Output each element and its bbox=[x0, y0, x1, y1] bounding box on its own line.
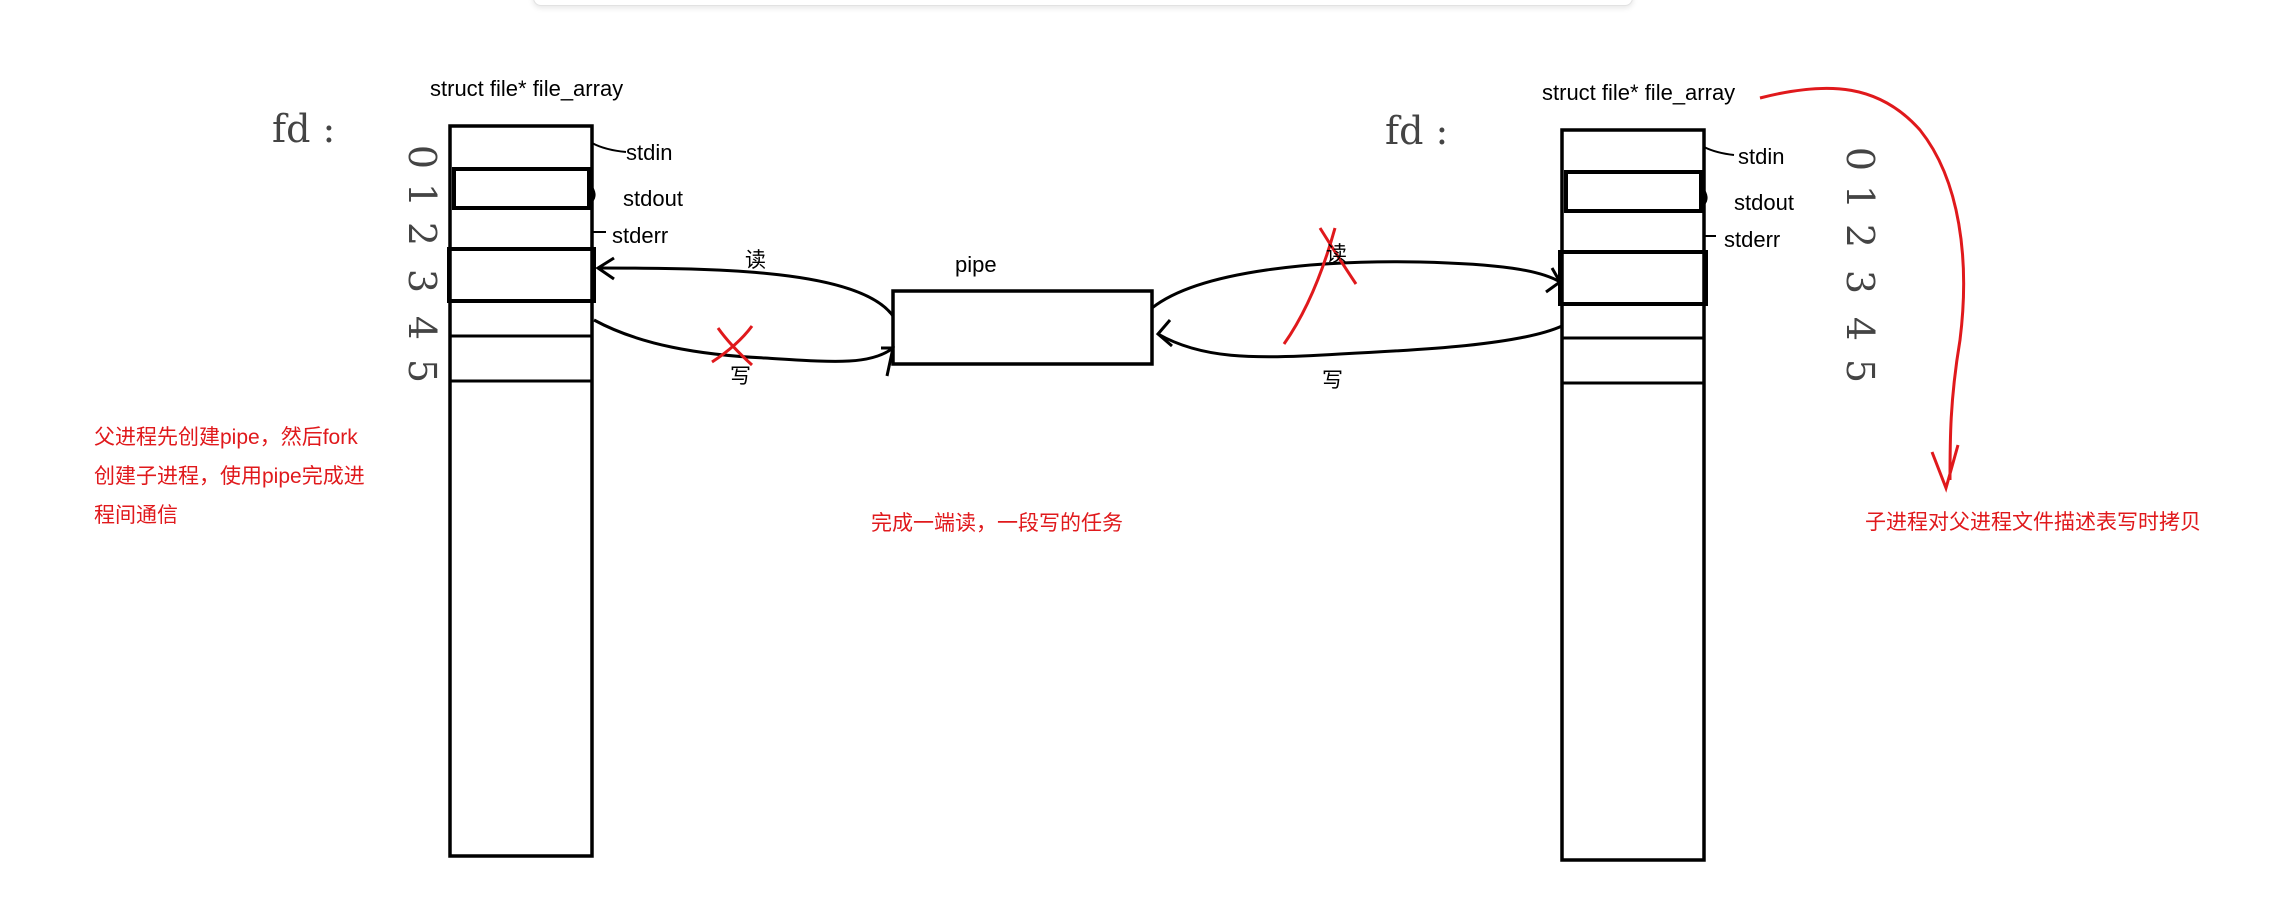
left-file-array bbox=[447, 124, 596, 858]
parent-note-line-1: 父进程先创建pipe，然后fork bbox=[94, 426, 358, 449]
right-stdout-label: stdout bbox=[1734, 190, 1794, 215]
left-write-label: 写 bbox=[730, 365, 751, 388]
left-fd-digit-4: 4 bbox=[400, 315, 445, 341]
right-write-arrow bbox=[1157, 324, 1563, 359]
left-read-label: 读 bbox=[745, 249, 766, 272]
left-write-arrow bbox=[593, 318, 894, 363]
right-array-title: struct file* file_array bbox=[1542, 80, 1736, 105]
left-fd-digit-1: 1 bbox=[400, 182, 445, 208]
copy-on-write-arrowhead bbox=[1930, 444, 1960, 493]
parent-note: 父进程先创建pipe，然后fork 创建子进程，使用pipe完成进 程间通信 bbox=[94, 418, 365, 535]
copy-on-write-arrow bbox=[1759, 86, 1966, 481]
right-read-label: 读 bbox=[1326, 243, 1347, 266]
right-fd-digit-2: 2 bbox=[1838, 223, 1883, 249]
left-read-arrowhead bbox=[595, 256, 615, 281]
left-stdin-label: stdin bbox=[626, 140, 673, 165]
right-read-arrow bbox=[1151, 260, 1561, 310]
right-write-arrowhead bbox=[1155, 319, 1173, 348]
right-fd-digit-3: 3 bbox=[1838, 269, 1883, 295]
left-write-arrowhead bbox=[881, 346, 895, 377]
left-fd-digit-0: 0 bbox=[400, 144, 445, 170]
left-fd-digit-2: 2 bbox=[400, 221, 445, 247]
left-fd-digit-3: 3 bbox=[400, 268, 445, 294]
child-note: 子进程对父进程文件描述表写时拷贝 bbox=[1865, 511, 2201, 534]
right-fd-digit-0: 0 bbox=[1838, 146, 1883, 172]
right-stream-leaders bbox=[1701, 146, 1735, 237]
left-fd-label: fd : bbox=[272, 107, 336, 151]
left-stream-leaders bbox=[589, 142, 627, 233]
right-fd-digit-4: 4 bbox=[1838, 316, 1883, 342]
right-file-array bbox=[1558, 128, 1708, 862]
parent-note-line-3: 程间通信 bbox=[94, 504, 178, 527]
left-array-title: struct file* file_array bbox=[430, 76, 624, 101]
left-stdout-label: stdout bbox=[623, 186, 683, 211]
right-stdin-label: stdin bbox=[1738, 144, 1785, 169]
pipe-note: 完成一端读，一段写的任务 bbox=[871, 512, 1123, 535]
right-read-arrowhead bbox=[1545, 267, 1562, 294]
right-read-cross-mark bbox=[1282, 227, 1358, 345]
left-write-cross-mark bbox=[711, 325, 754, 367]
right-stderr-label: stderr bbox=[1724, 227, 1781, 252]
right-fd-label: fd : bbox=[1385, 109, 1449, 153]
pipe-label: pipe bbox=[955, 252, 997, 277]
right-fd-digit-1: 1 bbox=[1838, 184, 1883, 210]
right-fd-digit-5: 5 bbox=[1838, 358, 1883, 384]
right-write-label: 写 bbox=[1322, 369, 1343, 392]
pipe-box bbox=[891, 289, 1154, 366]
left-stderr-label: stderr bbox=[612, 223, 669, 248]
left-fd-digit-5: 5 bbox=[400, 358, 445, 384]
left-read-arrow bbox=[597, 266, 895, 317]
parent-note-line-2: 创建子进程，使用pipe完成进 bbox=[94, 465, 365, 488]
